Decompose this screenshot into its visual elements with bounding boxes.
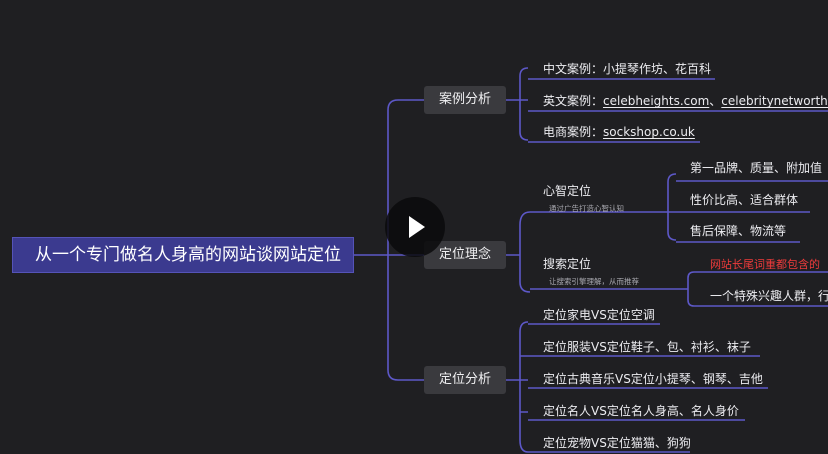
- analysis-item-3[interactable]: 定位古典音乐VS定位小提琴、钢琴、吉他: [543, 372, 763, 386]
- mind-positioning[interactable]: 心智定位: [543, 184, 592, 198]
- search-children: [687, 271, 828, 307]
- root-node[interactable]: 从一个专门做名人身高的网站谈网站定位: [12, 237, 354, 273]
- link-celebheights[interactable]: celebheights.com: [603, 94, 710, 108]
- play-icon: [409, 216, 425, 238]
- mind-children: [667, 173, 677, 241]
- case-bracket: [506, 67, 529, 141]
- search-positioning-note: 让搜索引擎理解，从而推荐: [549, 277, 639, 286]
- concept-bracket: [506, 211, 531, 293]
- mind-child-2[interactable]: 性价比高、适合群体: [690, 193, 799, 207]
- mind-positioning-note: 通过广告打造心智认知: [549, 204, 624, 213]
- case-english[interactable]: 英文案例：celebheights.com、celebritynetworth.…: [543, 92, 828, 109]
- mind-child-1[interactable]: 第一品牌、质量、附加值: [690, 161, 823, 175]
- search-child-1[interactable]: 一个特殊兴趣人群，行: [710, 289, 828, 303]
- link-celebritynetworth[interactable]: celebritynetworth.com: [721, 94, 828, 108]
- link-sockshop[interactable]: sockshop.co.uk: [603, 125, 695, 139]
- case-ecommerce-prefix: 电商案例：: [543, 125, 604, 139]
- analysis-item-4[interactable]: 定位名人VS定位名人身高、名人身价: [543, 404, 739, 418]
- case-english-sep: 、: [709, 94, 722, 108]
- mind-child-3[interactable]: 售后保障、物流等: [690, 224, 787, 238]
- case-chinese-text: 小提琴作坊、花百科: [603, 62, 712, 76]
- case-line-2: [520, 99, 828, 112]
- branch-positioning-analysis[interactable]: 定位分析: [424, 366, 506, 394]
- case-ecommerce[interactable]: 电商案例：sockshop.co.uk: [543, 123, 695, 140]
- play-button[interactable]: [385, 197, 445, 257]
- case-english-prefix: 英文案例：: [543, 94, 604, 108]
- analysis-bracket: [506, 321, 529, 453]
- branch-case-analysis[interactable]: 案例分析: [424, 86, 506, 114]
- trunk-down: [387, 255, 424, 381]
- trunk-up: [387, 99, 424, 255]
- search-positioning[interactable]: 搜索定位: [543, 257, 592, 271]
- search-highlight[interactable]: 网站长尾词重都包含的: [710, 258, 820, 271]
- analysis-item-2[interactable]: 定位服装VS定位鞋子、包、衬衫、袜子: [543, 340, 751, 354]
- analysis-bracket-b: [520, 355, 528, 413]
- case-chinese[interactable]: 中文案例：小提琴作坊、花百科: [543, 60, 711, 77]
- case-chinese-prefix: 中文案例：: [543, 62, 604, 76]
- analysis-item-5[interactable]: 定位宠物VS定位猫猫、狗狗: [543, 436, 691, 450]
- analysis-item-1[interactable]: 定位家电VS定位空调: [543, 308, 655, 322]
